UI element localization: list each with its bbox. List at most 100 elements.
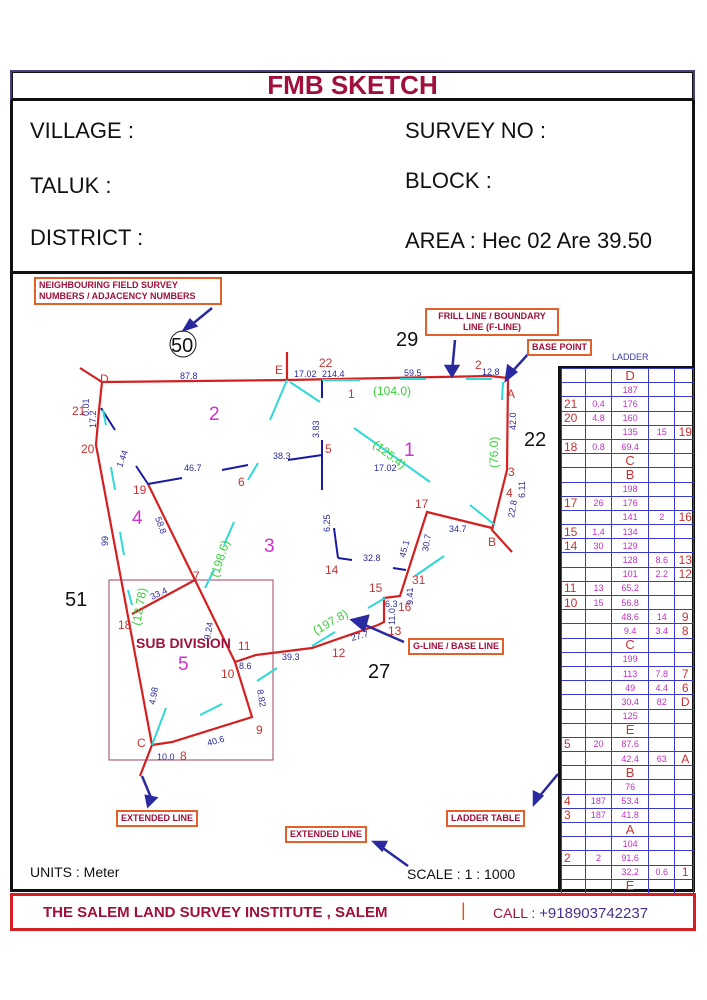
ladder-cell: 0.4 [584, 396, 613, 412]
ladder-cell: 18 [561, 438, 586, 455]
ladder-cell [584, 821, 613, 838]
ladder-cell: 69.4 [611, 438, 650, 455]
station-label: 9 [256, 723, 263, 737]
ladder-row: E [561, 878, 694, 894]
ladder-cell [648, 467, 676, 483]
ladder-row: E [561, 722, 694, 738]
ladder-cell [561, 751, 586, 767]
neighbour-number: 50 [171, 335, 193, 357]
ladder-cell: E [611, 722, 650, 738]
callout-ladder-table: LADDER TABLE [446, 810, 526, 827]
ladder-cell: 1.4 [584, 524, 613, 540]
measurement: 45.1 [397, 539, 411, 559]
ladder-cell: 15 [648, 424, 676, 440]
ladder-cell: 30.4 [611, 694, 650, 710]
subdivision-number: 3 [264, 536, 275, 557]
ladder-cell [648, 382, 676, 398]
ladder-cell: E [611, 878, 650, 894]
station-label: 10 [221, 667, 235, 681]
measurement: 3.83 [311, 420, 321, 438]
ladder-cell: 20 [584, 736, 613, 753]
ladder-cell: 41.8 [611, 807, 650, 824]
ladder-cell [584, 509, 613, 526]
ladder-cell: 53.4 [611, 793, 650, 809]
units-label: UNITS : Meter [30, 864, 120, 880]
ladder-cell: 48.6 [611, 609, 650, 625]
ladder-cell: A [674, 751, 694, 767]
ladder-cell [584, 651, 613, 667]
ladder-cell: 13 [674, 552, 694, 568]
ladder-cell: 21 [561, 396, 586, 412]
ladder-cell: 2 [648, 509, 676, 526]
ladder-cell: 8.6 [648, 552, 676, 568]
ladder-cell [584, 623, 613, 639]
callout-g-line: G-LINE / BASE LINE [408, 638, 505, 655]
ladder-cell [561, 566, 586, 582]
ladder-cell [561, 680, 586, 696]
station-label: 18 [118, 618, 132, 632]
ladder-cell: 14 [561, 538, 586, 554]
station-label: 6 [238, 475, 245, 489]
station-label: 3 [508, 465, 515, 479]
ladder-cell: 15 [584, 594, 613, 611]
ladder-cell: 6 [674, 680, 694, 696]
ladder-cell [674, 651, 694, 667]
ladder-cell: 14 [648, 609, 676, 625]
scale-label: SCALE : 1 : 1000 [407, 866, 516, 882]
footer: THE SALEM LAND SURVEY INSTITUTE , SALEM … [10, 893, 696, 931]
ladder-cell [674, 367, 694, 384]
ladder-cell: B [611, 467, 650, 483]
measurement: 46.7 [184, 463, 202, 473]
ladder-cell [674, 396, 694, 412]
ladder-cell [674, 580, 694, 597]
ladder-cell: 8 [674, 623, 694, 639]
ladder-cell: 129 [611, 538, 650, 554]
ladder-row: 76 [561, 779, 694, 795]
ladder-cell [648, 708, 676, 724]
measurement: 27.7 [350, 629, 370, 643]
subdivision-number: 2 [209, 404, 220, 425]
ladder-cell [584, 878, 613, 894]
ladder-cell: 187 [611, 382, 650, 398]
station-label: 13 [388, 624, 402, 638]
measurement: 30.7 [420, 533, 433, 552]
ladder-cell [648, 722, 676, 738]
station-labels: D E 22 1 2 A 3 4 B 17 5 6 19 20 21 7 15 … [72, 356, 515, 763]
station-label: 5 [325, 442, 332, 456]
ladder-cell: 15 [561, 524, 586, 540]
ladder-cell: 10 [561, 594, 586, 611]
ladder-cell: 198 [611, 481, 650, 497]
boundary-lines [79, 352, 513, 777]
measurement: 6.3 [385, 599, 398, 609]
ladder-cell: 4.4 [648, 680, 676, 696]
ladder-cell [674, 495, 694, 511]
ladder-row: D [561, 367, 694, 384]
station-label: 17 [415, 497, 429, 511]
measurement: 4.98 [147, 686, 160, 705]
station-label: 4 [506, 486, 513, 500]
ladder-cell [561, 481, 586, 497]
measurement: 6.25 [322, 514, 332, 532]
ladder-cell: A [611, 821, 650, 838]
ladder-cell: 3.4 [648, 623, 676, 639]
bracket-measurement: (12.78) [129, 587, 149, 627]
ladder-cell [674, 481, 694, 497]
station-label: 14 [325, 563, 339, 577]
ladder-cell [561, 623, 586, 639]
ladder-cell [584, 367, 613, 384]
station-label: D [100, 372, 109, 386]
measurement: 39.3 [282, 652, 300, 662]
neighbour-number: 22 [524, 429, 546, 451]
ladder-cell: 87.6 [611, 736, 650, 753]
ladder-cell [648, 594, 676, 611]
ladder-cell [674, 467, 694, 483]
station-label: 22 [319, 356, 333, 370]
ladder-cell: 128 [611, 552, 650, 568]
ladder-cell: 5 [561, 736, 586, 753]
ladder-cell [584, 637, 613, 653]
